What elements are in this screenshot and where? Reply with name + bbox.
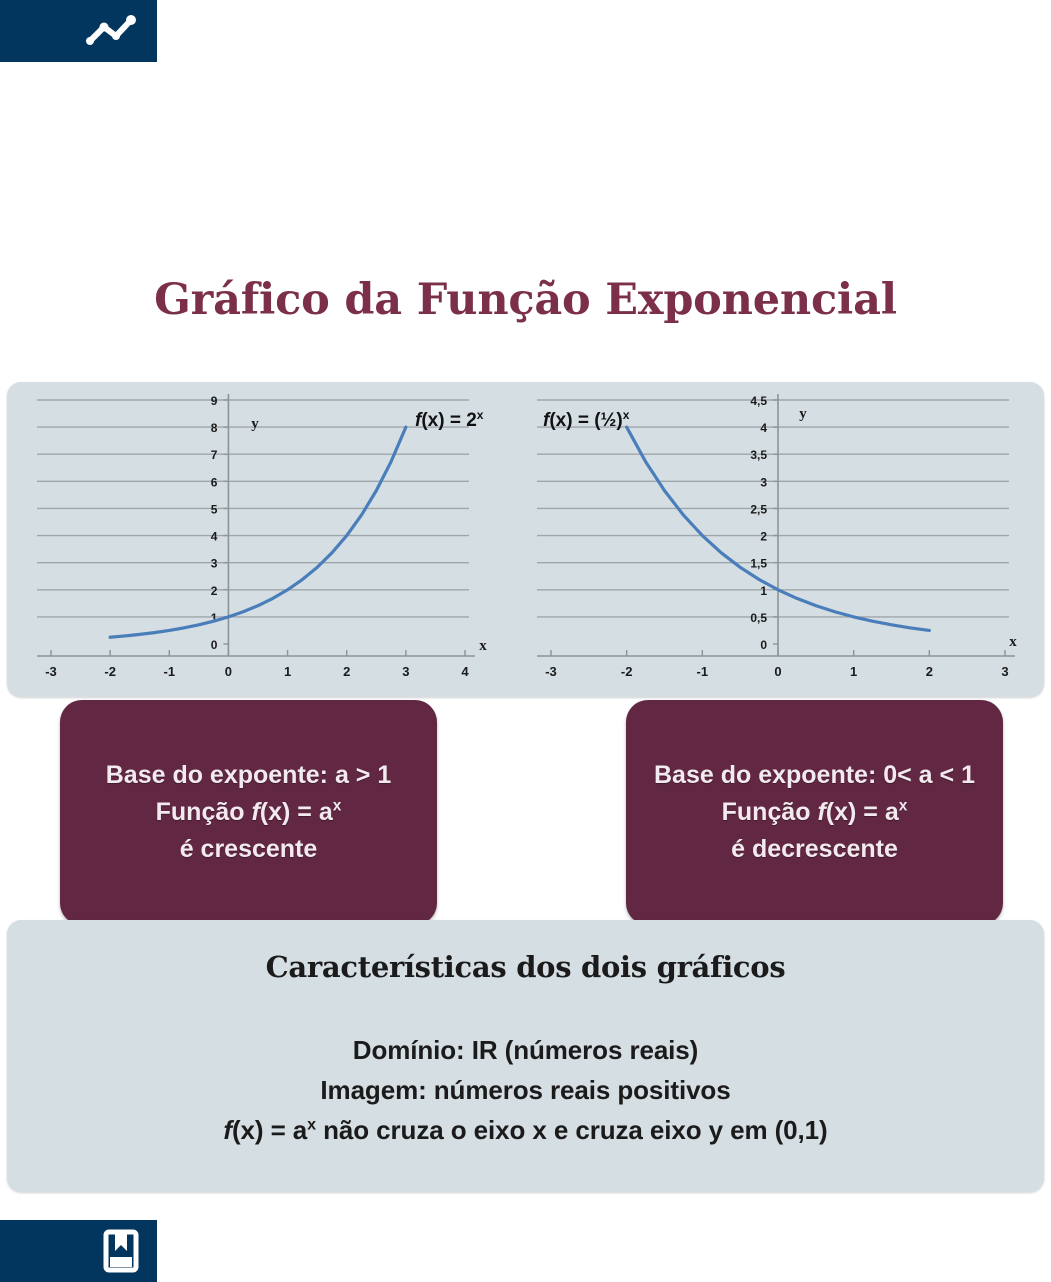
y-axis-tick-label: 1 [760,584,767,598]
characteristics-heading: Características dos dois gráficos [265,950,786,984]
decay-chart-svg: 0 0,5 1 1,5 2 2,5 3 3,5 4 4,5 -3 -2 -1 0 1 2 3 y x f(x) = (… [537,394,1017,679]
callout-line-1: Base do expoente: 0< a < 1 [654,761,975,789]
equation-annotation: f(x) = (½)x [543,408,630,431]
charts-panel: 0 1 2 3 4 5 6 7 8 9 -3 -2 -1 0 1 2 3 4 y x f(x) = 2x 0 0,5 1 1,… [7,382,1044,697]
x-axis-tick-label: 0 [774,664,781,679]
y-axis-tick-label: 1 [211,611,218,625]
header-badge[interactable] [0,0,157,62]
x-axis-tick-label: -2 [621,664,633,679]
y-axis-tick-label: 0 [211,638,218,652]
function-symbol: f [223,1115,232,1146]
y-axis-tick-label: 4 [211,530,218,544]
y-axis-tick-label: 4 [760,421,767,435]
y-axis-tick-label: 6 [211,475,218,489]
growth-chart: 0 1 2 3 4 5 6 7 8 9 -3 -2 -1 0 1 2 3 4 y x f(x) = 2x [25,382,515,697]
y-axis-tick-label: 4,5 [750,394,767,408]
y-axis-tick-label: 2 [760,530,767,544]
y-axis-tick-label: 9 [211,394,218,408]
x-axis-tick-label: -3 [545,664,557,679]
callout-formula: (x) = a [259,798,333,826]
x-axis-label: x [1009,634,1017,650]
y-axis-tick-label: 0,5 [750,611,767,625]
equation-annotation: f(x) = 2x [415,408,484,431]
y-axis-tick-label: 3 [760,475,767,489]
x-axis-tick-label: 3 [402,664,409,679]
x-axis-tick-label: 3 [1001,664,1008,679]
function-symbol: f [251,798,260,826]
callout-exponent: x [898,797,908,815]
callout-prefix: Função [721,798,818,826]
decreasing-function-callout: Base do expoente: 0< a < 1 Função f(x) =… [626,700,1003,925]
characteristics-panel: Características dos dois gráficos Domíni… [7,920,1044,1192]
y-axis-label: y [251,416,259,432]
callout-line-3: é decrescente [731,835,898,863]
y-axis-tick-label: 2,5 [750,502,767,516]
y-axis-tick-label: 5 [211,502,218,516]
bookmark-book-icon [103,1229,139,1273]
line-chart-icon [85,14,137,48]
callout-exponent: x [332,797,342,815]
y-axis-tick-label: 3 [211,557,218,571]
characteristics-content: Características dos dois gráficos Domíni… [7,950,1044,1150]
x-axis-label: x [479,638,487,654]
x-axis-tick-label: 2 [926,664,933,679]
page-title: Gráfico da Função Exponencial [154,275,897,325]
characteristics-axes: f(x) = ax não cruza o eixo x e cruza eix… [7,1110,1044,1150]
x-axis-tick-label: -1 [697,664,709,679]
function-symbol: f [817,798,826,826]
chart-curve [625,425,931,633]
y-axis-tick-label: 7 [211,448,218,462]
characteristics-formula: (x) = a [231,1115,308,1146]
x-axis-tick-label: -1 [164,664,176,679]
callout-line-3: é crescente [179,835,318,863]
y-axis-tick-label: 1,5 [750,557,767,571]
characteristics-tail: não cruza o eixo x e cruza eixo y em (0,… [316,1115,828,1146]
callout-prefix: Função [155,798,252,826]
callout-line-2: Função f(x) = ax [156,794,342,831]
x-axis-tick-label: 2 [343,664,350,679]
chart-curve [108,425,408,639]
footer-badge[interactable] [0,1220,157,1282]
characteristics-image: Imagem: números reais positivos [320,1075,731,1106]
growth-chart-svg: 0 1 2 3 4 5 6 7 8 9 -3 -2 -1 0 1 2 3 4 y x f(x) = 2x [37,394,487,679]
x-axis-tick-label: 1 [284,664,291,679]
x-axis-tick-label: 0 [225,664,232,679]
x-axis-tick-label: -3 [45,664,57,679]
decay-chart: 0 0,5 1 1,5 2 2,5 3 3,5 4 4,5 -3 -2 -1 0 1 2 3 y x f(x) = (… [535,382,1035,697]
characteristics-exponent: x [307,1115,316,1134]
callout-line-1: Base do expoente: a > 1 [105,761,392,789]
callout-formula: (x) = a [825,798,899,826]
y-axis-tick-label: 0 [760,638,767,652]
callout-line-2: Função f(x) = ax [722,794,908,831]
increasing-function-callout: Base do expoente: a > 1 Função f(x) = ax… [60,700,437,925]
x-axis-tick-label: -2 [104,664,116,679]
y-axis-label: y [799,406,807,422]
y-axis-tick-label: 8 [211,421,218,435]
y-axis-tick-label: 2 [211,584,218,598]
y-axis-tick-label: 3,5 [750,448,767,462]
x-axis-tick-label: 4 [461,664,469,679]
x-axis-tick-label: 1 [850,664,857,679]
characteristics-domain: Domínio: IR (números reais) [352,1035,699,1065]
